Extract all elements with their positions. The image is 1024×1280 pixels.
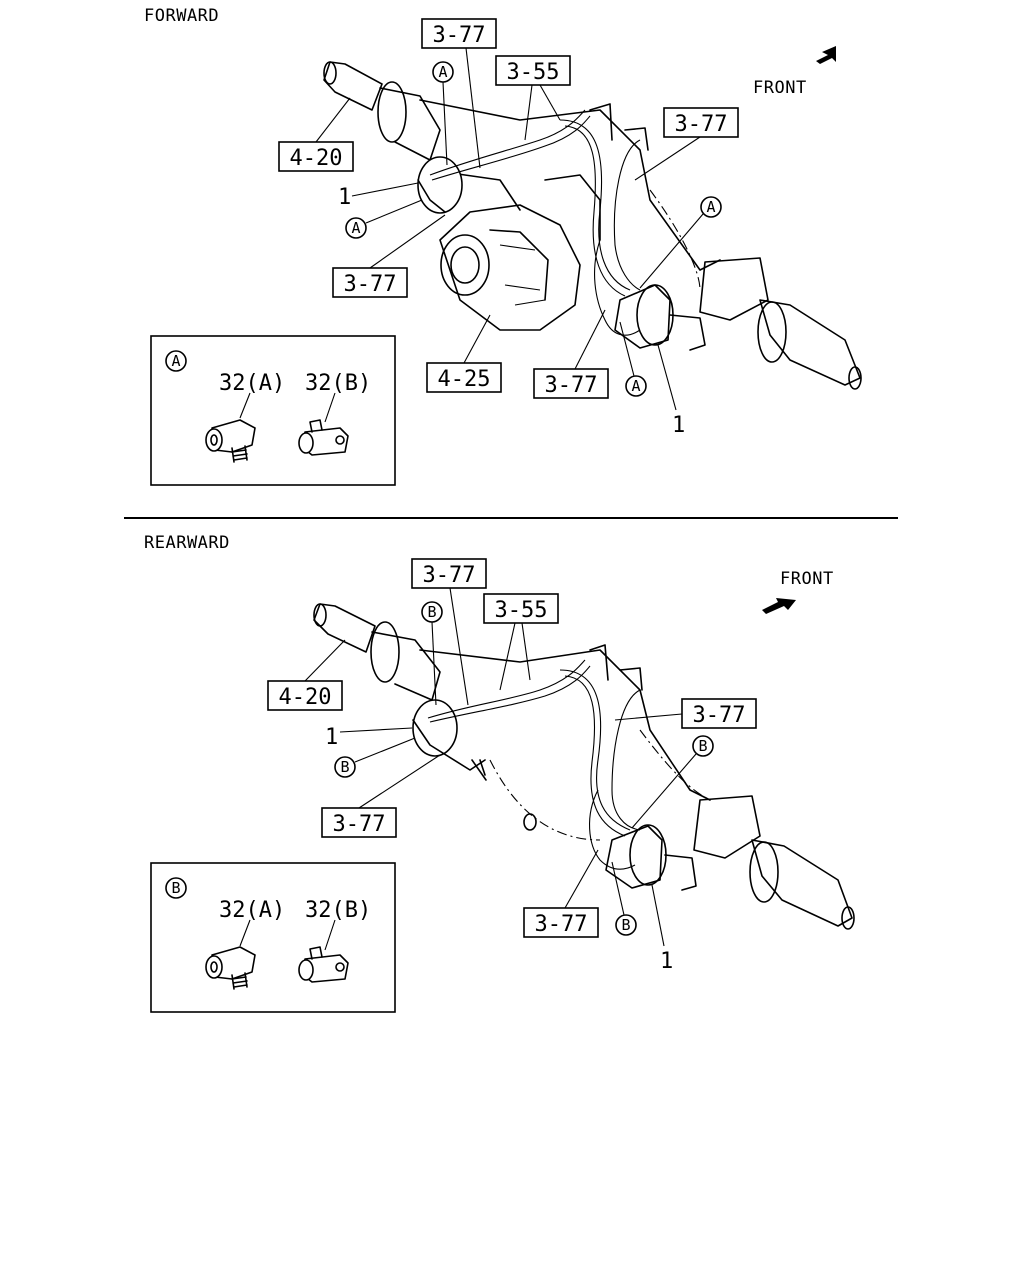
forward-ref-3-77-left[interactable]: 3-77	[332, 267, 408, 298]
rearward-ref-4-20[interactable]: 4-20	[267, 680, 343, 711]
forward-marker-a-right: A	[700, 196, 722, 218]
svg-text:A: A	[706, 198, 715, 216]
ref-label: 3-77	[344, 272, 397, 297]
rearward-inset: B 32(A) 32(B)	[150, 862, 396, 1013]
elbow-fitting-icon	[205, 946, 256, 990]
svg-text:A: A	[631, 377, 640, 395]
rearward-front-arrow-icon	[762, 598, 796, 614]
inset-part-32a: 32(A)	[219, 898, 285, 923]
rearward-ref-3-77-top[interactable]: 3-77	[411, 558, 487, 589]
forward-front-arrow-icon	[816, 46, 836, 64]
ref-label: 3-77	[675, 112, 728, 137]
forward-axle-drawing	[323, 61, 862, 390]
ref-label: 3-55	[495, 598, 548, 623]
forward-ref-4-25[interactable]: 4-25	[426, 362, 502, 393]
rearward-marker-b-top: B	[421, 601, 443, 623]
svg-text:B: B	[698, 737, 707, 755]
ref-label: 3-77	[423, 563, 476, 588]
ref-label: 3-77	[433, 23, 486, 48]
inset-marker: A	[171, 352, 180, 370]
svg-text:B: B	[340, 758, 349, 776]
ref-label: 3-55	[507, 60, 560, 85]
inset-part-32b: 32(B)	[305, 898, 371, 923]
forward-marker-a-bottom: A	[625, 375, 647, 397]
rearward-ref-3-77-right[interactable]: 3-77	[681, 698, 757, 729]
ref-label: 3-77	[333, 812, 386, 837]
forward-ref-3-77-bottom[interactable]: 3-77	[533, 368, 609, 399]
svg-text:A: A	[438, 63, 447, 81]
rearward-ref-3-55[interactable]: 3-55	[483, 593, 559, 624]
rearward-front-label: FRONT	[780, 569, 834, 589]
inset-part-32b: 32(B)	[305, 371, 371, 396]
forward-ref-3-77-right[interactable]: 3-77	[663, 107, 739, 138]
forward-ref-3-77-top[interactable]: 3-77	[421, 18, 497, 49]
elbow-fitting-icon	[205, 419, 256, 463]
rearward-axle-drawing	[313, 603, 855, 930]
ref-label: 3-77	[545, 373, 598, 398]
forward-marker-a-top: A	[432, 61, 454, 83]
svg-text:B: B	[427, 603, 436, 621]
svg-text:A: A	[351, 219, 360, 237]
inset-marker: B	[171, 879, 180, 897]
rearward-ref-3-77-left[interactable]: 3-77	[321, 807, 397, 838]
rearward-ref-3-77-bottom[interactable]: 3-77	[523, 907, 599, 938]
forward-title: FORWARD	[144, 6, 219, 26]
tee-fitting-icon	[298, 419, 349, 456]
forward-section: FORWARD FRONT	[144, 6, 862, 486]
forward-ref-4-20[interactable]: 4-20	[278, 141, 354, 172]
forward-inset: A 32(A) 32(B)	[150, 335, 396, 486]
rearward-marker-b-left: B	[334, 756, 356, 778]
rearward-marker-b-bottom: B	[615, 914, 637, 936]
rearward-title: REARWARD	[144, 533, 230, 553]
ref-label: 3-77	[693, 703, 746, 728]
forward-ref-3-55[interactable]: 3-55	[495, 55, 571, 86]
forward-part-1-right: 1	[672, 413, 685, 438]
inset-part-32a: 32(A)	[219, 371, 285, 396]
rearward-part-1-left: 1	[325, 725, 338, 750]
rearward-part-1-right: 1	[660, 949, 673, 974]
rearward-section: REARWARD FRONT	[144, 533, 855, 1013]
ref-label: 4-20	[290, 146, 343, 171]
svg-text:B: B	[621, 916, 630, 934]
ref-label: 4-20	[279, 685, 332, 710]
forward-part-1-left: 1	[338, 185, 351, 210]
ref-label: 3-77	[535, 912, 588, 937]
forward-front-label: FRONT	[753, 78, 807, 98]
tee-fitting-icon	[298, 946, 349, 983]
rearward-marker-b-right: B	[692, 735, 714, 757]
ref-label: 4-25	[438, 367, 491, 392]
forward-marker-a-left: A	[345, 217, 367, 239]
